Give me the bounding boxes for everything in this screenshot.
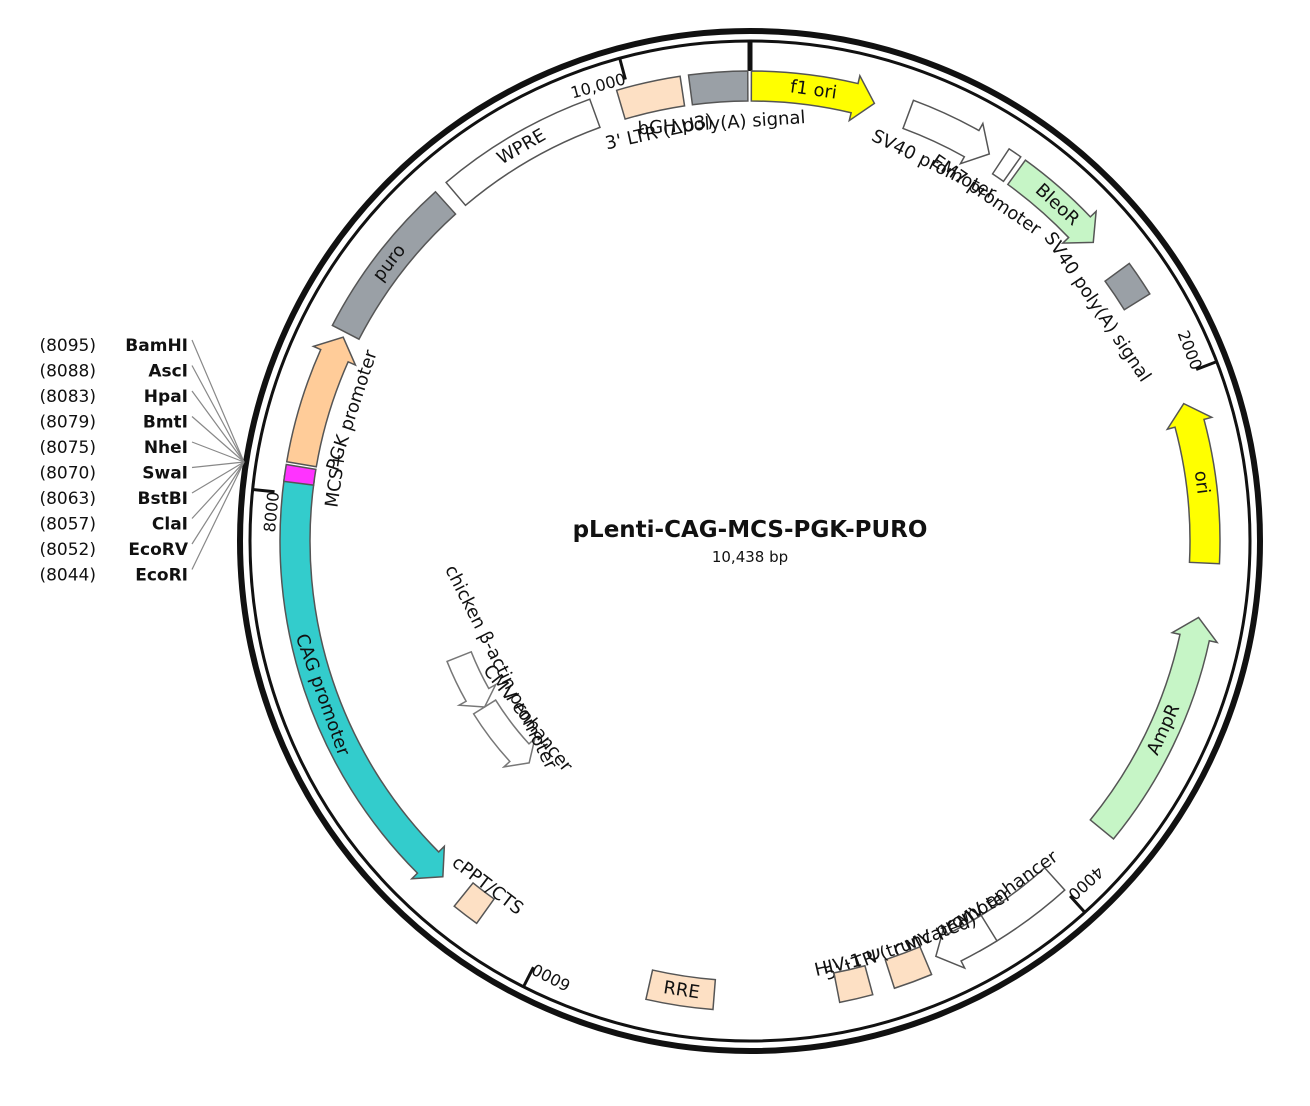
feature-shape-rre bbox=[645, 969, 717, 1011]
feature-shape-ltr-5 bbox=[884, 945, 933, 990]
site-leader-BstBI bbox=[191, 461, 245, 494]
feature-shape-ori bbox=[1165, 402, 1221, 565]
feature-ampr[interactable]: AmpR bbox=[1089, 616, 1219, 840]
site-leader-BmtI bbox=[191, 416, 245, 463]
feature-shape-em7-promoter bbox=[991, 147, 1022, 183]
site-name-EcoRV[interactable]: EcoRV bbox=[128, 540, 188, 560]
site-position: (8075) bbox=[39, 438, 96, 458]
site-leader-HpaI bbox=[191, 390, 245, 463]
tick-8000 bbox=[252, 487, 275, 494]
feature-bleor[interactable]: BleoR bbox=[1006, 159, 1098, 244]
site-name-AscI[interactable]: AscI bbox=[148, 362, 188, 382]
tick-10000 bbox=[618, 57, 627, 80]
site-leader-SwaI bbox=[191, 461, 245, 469]
tick-6000 bbox=[522, 966, 535, 988]
site-leader-EcoRV bbox=[191, 461, 245, 545]
site-leader-NheI bbox=[191, 441, 245, 463]
feature-shape-mcs bbox=[282, 463, 317, 486]
feature-ori[interactable]: ori bbox=[1165, 402, 1221, 565]
feature-shape-cmv-promoter-1 bbox=[934, 914, 998, 970]
site-position: (8083) bbox=[39, 387, 96, 407]
plasmid-length: 10,438 bp bbox=[712, 548, 788, 566]
site-name-EcoRI[interactable]: EcoRI bbox=[135, 566, 188, 586]
inner-feature-shape-chicken-actin bbox=[446, 650, 498, 708]
tick-4000 bbox=[1068, 894, 1086, 914]
site-name-BmtI[interactable]: BmtI bbox=[143, 413, 188, 433]
site-position: (8057) bbox=[39, 515, 96, 535]
feature-label-ori: ori bbox=[1190, 469, 1214, 495]
site-leader-ClaI bbox=[191, 461, 245, 519]
feature-shape-f1-ori bbox=[750, 70, 876, 123]
feature-shape-bleor bbox=[1006, 159, 1098, 244]
tick-label-6000: 6000 bbox=[529, 960, 574, 995]
tick-label-2000: 2000 bbox=[1174, 328, 1206, 373]
plasmid-name: pLenti-CAG-MCS-PGK-PURO bbox=[573, 517, 928, 543]
feature-hiv-psi[interactable]: HIV-1 Ψ bbox=[813, 945, 884, 1004]
tick-label-8000: 8000 bbox=[260, 491, 283, 533]
site-position: (8052) bbox=[39, 540, 96, 560]
restriction-sites: (8095) BamHI (8088) AscI (8083) HpaI (8079) Bmt… bbox=[39, 336, 245, 586]
feature-puro[interactable]: puro bbox=[331, 190, 457, 341]
feature-rre[interactable]: RRE bbox=[645, 969, 717, 1011]
site-name-ClaI[interactable]: ClaI bbox=[152, 515, 188, 535]
feature-pgk-promoter[interactable]: PGK promoter bbox=[285, 336, 382, 474]
site-name-SwaI[interactable]: SwaI bbox=[142, 464, 188, 484]
site-name-HpaI[interactable]: HpaI bbox=[144, 387, 188, 407]
feature-shape-sv40-polya bbox=[1104, 262, 1151, 311]
site-position: (8088) bbox=[39, 362, 96, 382]
feature-cag-promoter[interactable]: CAG promoter bbox=[279, 474, 446, 880]
feature-sv40-polya[interactable]: SV40 poly(A) signal bbox=[1040, 228, 1156, 386]
site-position: (8079) bbox=[39, 413, 96, 433]
feature-shape-pgk-promoter bbox=[285, 336, 357, 468]
site-position: (8063) bbox=[39, 489, 96, 509]
site-leader-AscI bbox=[191, 365, 245, 463]
site-name-BstBI[interactable]: BstBI bbox=[138, 489, 189, 509]
site-position: (8095) bbox=[39, 336, 96, 356]
feature-f1-ori[interactable]: f1 ori bbox=[750, 70, 876, 123]
feature-cppt[interactable]: cPPT/CTS bbox=[448, 852, 527, 925]
site-name-BamHI[interactable]: BamHI bbox=[125, 336, 188, 356]
feature-shape-cag-promoter bbox=[279, 474, 446, 880]
feature-shape-sv40-promoter bbox=[902, 99, 991, 166]
feature-wpre[interactable]: WPRE bbox=[445, 98, 601, 207]
feature-shape-hiv-psi bbox=[833, 964, 874, 1004]
feature-shape-wpre bbox=[445, 98, 601, 207]
backbone-outer-ring bbox=[237, 28, 1263, 1054]
tick-2000 bbox=[1195, 360, 1218, 371]
site-position: (8070) bbox=[39, 464, 96, 484]
site-leader-BamHI bbox=[191, 339, 245, 463]
feature-shape-puro bbox=[331, 190, 457, 341]
feature-shape-ampr bbox=[1089, 616, 1219, 840]
site-name-NheI[interactable]: NheI bbox=[144, 438, 188, 458]
feature-label-sv40-polya: SV40 poly(A) signal bbox=[1040, 228, 1156, 386]
feature-shape-cppt bbox=[453, 881, 496, 925]
feature-label-bgh-polya: bGH poly(A) signal bbox=[637, 107, 806, 139]
feature-shape-ltr-3 bbox=[615, 75, 686, 121]
feature-shape-bgh-polya bbox=[687, 70, 749, 106]
site-leader-EcoRI bbox=[191, 461, 245, 570]
site-position: (8044) bbox=[39, 566, 96, 586]
